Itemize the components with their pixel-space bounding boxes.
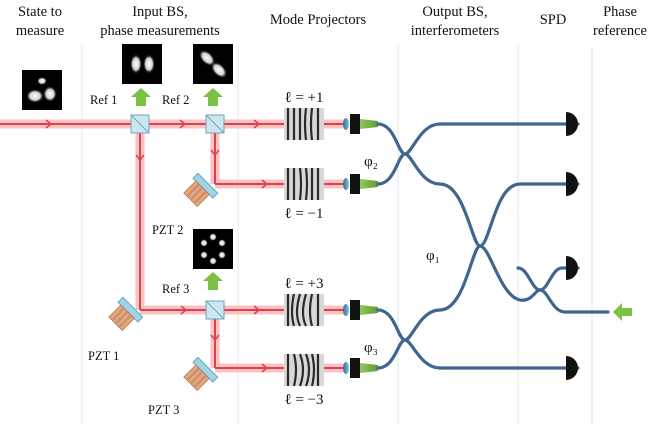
single-photon-detectors	[566, 112, 578, 380]
fiber-couplers	[343, 114, 378, 378]
header-output-bs-line1: Output BS,	[422, 4, 487, 20]
fiber-coupler-3	[343, 300, 378, 320]
ref-arrows	[131, 88, 223, 290]
fiber-coupler-2	[343, 174, 378, 194]
pzt-mirror-1	[108, 296, 144, 332]
mode-projector-plus1	[284, 107, 324, 141]
mode-labels: ℓ = +1 ℓ = −1 ℓ = +3 ℓ = −3	[284, 90, 323, 408]
mode-label-minus1: ℓ = −1	[284, 206, 323, 222]
ref1-image	[122, 44, 162, 84]
fiber-coupler-4	[343, 358, 378, 378]
pzt-mirror-2	[183, 172, 219, 208]
pzt3-label: PZT 3	[148, 403, 179, 417]
beam-splitter-1	[130, 114, 150, 134]
laser-beams	[0, 119, 348, 373]
phase-labels: φ₂ φ₁ φ₃	[364, 154, 440, 356]
header-input-bs-line1: Input BS,	[132, 4, 188, 20]
pzt-mirror-3	[183, 356, 219, 392]
ref3-image	[193, 229, 233, 269]
ref2-label: Ref 2	[162, 93, 189, 107]
spd-1	[566, 112, 578, 136]
mode-projector-minus1	[284, 167, 324, 201]
header-state-line2: measure	[16, 23, 64, 39]
mode-projector-plus3	[284, 293, 324, 327]
mode-label-minus3: ℓ = −3	[284, 392, 323, 408]
header-phase-line1: Phase	[603, 4, 637, 20]
header-state-line1: State to	[18, 4, 62, 20]
component-labels: Ref 1 Ref 2 Ref 3 PZT 1 PZT 2 PZT 3	[88, 93, 189, 417]
phi1-label: φ₁	[426, 248, 440, 264]
pzt2-label: PZT 2	[152, 223, 183, 237]
beam-splitter-2	[205, 114, 225, 134]
pzt1-label: PZT 1	[88, 349, 119, 363]
header-phase-line2: reference	[593, 23, 647, 39]
column-dividers	[81, 46, 593, 424]
header-mode-projectors: Mode Projectors	[270, 12, 367, 28]
fiber-coupler-1	[343, 114, 378, 134]
ref2-image	[193, 44, 233, 84]
input-state-image	[22, 70, 62, 110]
column-headers: State to measure Input BS, phase measure…	[16, 4, 647, 39]
mode-label-plus1: ℓ = +1	[284, 90, 323, 106]
mode-label-plus3: ℓ = +3	[284, 276, 323, 292]
phase-reference-arrow	[613, 303, 632, 321]
spd-2	[566, 172, 578, 196]
fiber-network	[376, 122, 610, 370]
spd-4	[566, 356, 578, 380]
phi3-label: φ₃	[364, 340, 378, 356]
phi2-label: φ₂	[364, 154, 378, 170]
header-output-bs-line2: interferometers	[411, 23, 500, 39]
beam-splitters	[130, 114, 225, 320]
header-input-bs-line2: phase measurements	[100, 23, 220, 39]
ref1-label: Ref 1	[90, 93, 117, 107]
header-spd: SPD	[540, 12, 567, 28]
ref3-label: Ref 3	[162, 282, 189, 296]
mode-projector-minus3	[284, 353, 324, 387]
spd-3	[566, 256, 578, 280]
beam-splitter-3	[205, 300, 225, 320]
